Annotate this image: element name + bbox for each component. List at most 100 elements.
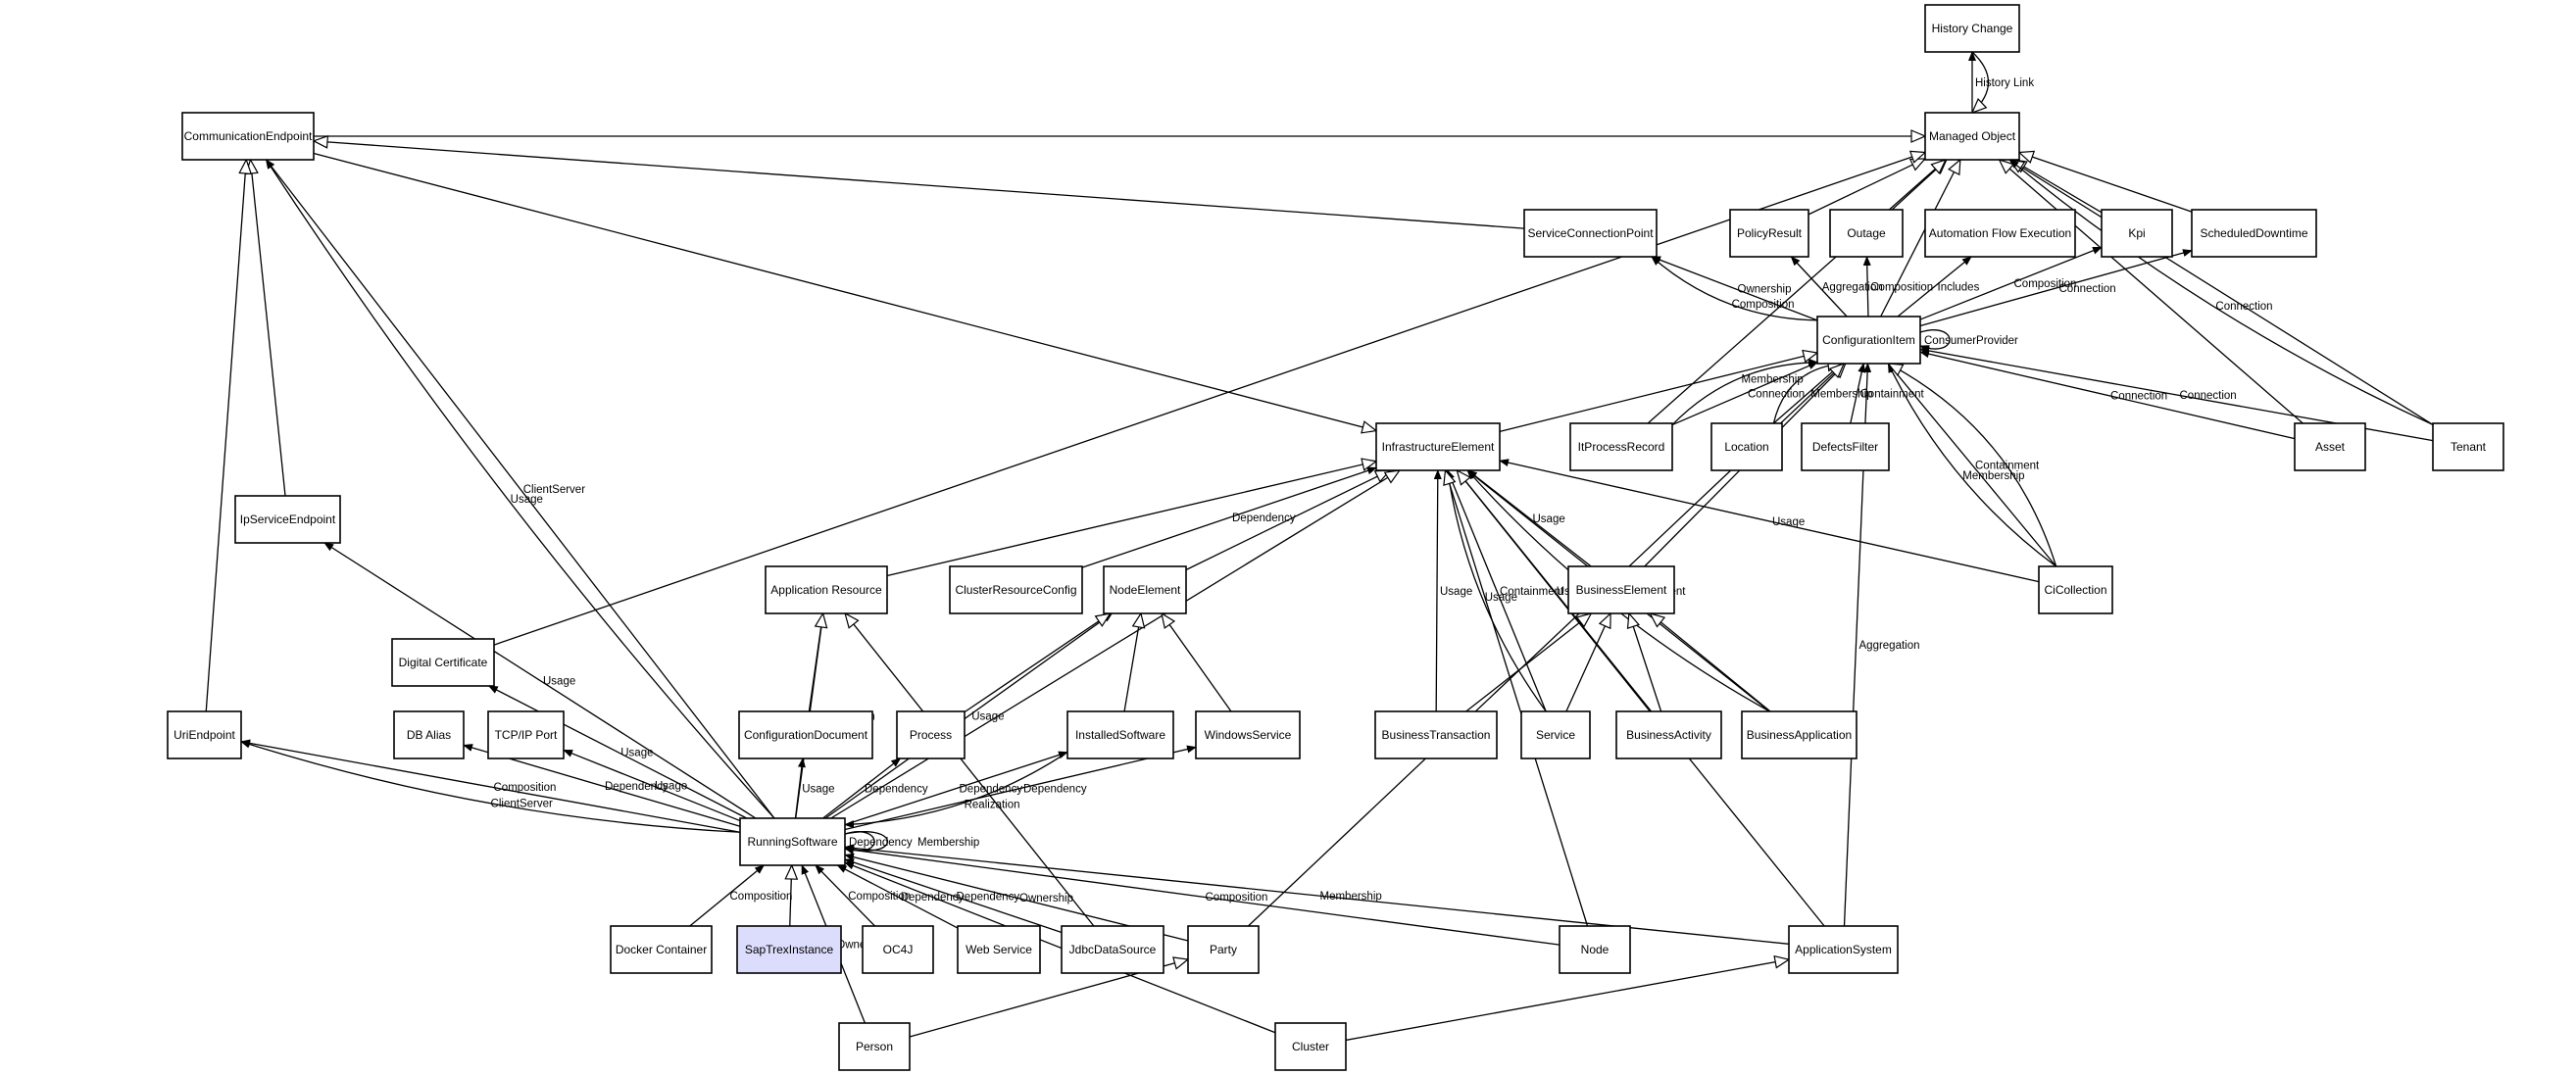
edge-line xyxy=(1185,470,1390,571)
class-node-webservice[interactable]: Web Service xyxy=(957,925,1041,974)
class-box[interactable] xyxy=(1559,925,1631,974)
class-node-installedsoftware[interactable]: InstalledSoftware xyxy=(1066,710,1174,759)
edge-line xyxy=(2019,153,2193,213)
class-node-clusterresourceconfig[interactable]: ClusterResourceConfig xyxy=(949,565,1083,614)
class-label: TCP/IP Port xyxy=(495,728,558,742)
class-node-tcpipport[interactable]: TCP/IP Port xyxy=(487,710,565,759)
class-box[interactable] xyxy=(1788,925,1899,974)
class-node-applicationresource[interactable]: Application Resource xyxy=(765,565,888,614)
class-node-oc4j[interactable]: OC4J xyxy=(862,925,934,974)
class-node-windowsservice[interactable]: WindowsService xyxy=(1195,710,1301,759)
class-box[interactable] xyxy=(1829,209,1904,258)
class-box[interactable] xyxy=(1520,710,1591,759)
class-box[interactable] xyxy=(2432,422,2504,471)
class-box[interactable] xyxy=(1924,209,2076,258)
class-node-serviceconnectionpoint[interactable]: ServiceConnectionPoint xyxy=(1523,209,1658,258)
class-box[interactable] xyxy=(1523,209,1658,258)
class-box[interactable] xyxy=(393,710,465,759)
class-node-configurationitem[interactable]: ConfigurationItem xyxy=(1816,316,1921,365)
class-box[interactable] xyxy=(736,925,842,974)
class-node-nodeelement[interactable]: NodeElement xyxy=(1103,565,1187,614)
class-node-node[interactable]: Node xyxy=(1559,925,1631,974)
class-node-location[interactable]: Location xyxy=(1710,422,1783,471)
class-node-applicationsystem[interactable]: ApplicationSystem xyxy=(1788,925,1899,974)
class-box[interactable] xyxy=(1924,112,2020,161)
class-node-person[interactable]: Person xyxy=(838,1022,911,1071)
class-box[interactable] xyxy=(765,565,888,614)
class-node-uriendpoint[interactable]: UriEndpoint xyxy=(167,710,242,759)
class-node-businesselement[interactable]: BusinessElement xyxy=(1567,565,1675,614)
class-box[interactable] xyxy=(1710,422,1783,471)
class-box[interactable] xyxy=(1375,422,1501,471)
class-box[interactable] xyxy=(1816,316,1921,365)
class-node-infrastructureelement[interactable]: InfrastructureElement xyxy=(1375,422,1501,471)
class-node-ipserviceendpoint[interactable]: IpServiceEndpoint xyxy=(234,495,341,544)
edge-line xyxy=(1888,364,2057,567)
class-node-kpi[interactable]: Kpi xyxy=(2101,209,2173,258)
edge-label: Composition xyxy=(730,891,793,903)
class-box[interactable] xyxy=(1061,925,1164,974)
class-box[interactable] xyxy=(1195,710,1301,759)
class-box[interactable] xyxy=(1615,710,1722,759)
class-node-party[interactable]: Party xyxy=(1187,925,1260,974)
class-box[interactable] xyxy=(167,710,242,759)
class-box[interactable] xyxy=(1924,4,2020,53)
class-node-cluster[interactable]: Cluster xyxy=(1274,1022,1347,1071)
class-node-runningsoftware[interactable]: RunningSoftware xyxy=(739,817,846,866)
class-box[interactable] xyxy=(1569,422,1673,471)
class-box[interactable] xyxy=(896,710,966,759)
class-node-saptrexinstance[interactable]: SapTrexInstance xyxy=(736,925,842,974)
class-box[interactable] xyxy=(234,495,341,544)
class-box[interactable] xyxy=(862,925,934,974)
class-node-dockercontainer[interactable]: Docker Container xyxy=(610,925,713,974)
class-label: NodeElement xyxy=(1110,583,1181,597)
edge-label: Membership xyxy=(1320,891,1382,903)
class-box[interactable] xyxy=(2191,209,2317,258)
class-node-outage[interactable]: Outage xyxy=(1829,209,1904,258)
class-box[interactable] xyxy=(1374,710,1498,759)
class-node-scheduleddowntime[interactable]: ScheduledDowntime xyxy=(2191,209,2317,258)
edge-label: Composition xyxy=(1732,299,1795,311)
class-box[interactable] xyxy=(957,925,1041,974)
class-node-policyresult[interactable]: PolicyResult xyxy=(1729,209,1809,258)
class-node-businessactivity[interactable]: BusinessActivity xyxy=(1615,710,1722,759)
class-box[interactable] xyxy=(1741,710,1858,759)
edge-label: Containment xyxy=(1500,586,1564,598)
class-box[interactable] xyxy=(181,112,315,161)
class-node-itprocessrecord[interactable]: ItProcessRecord xyxy=(1569,422,1673,471)
class-box[interactable] xyxy=(2294,422,2366,471)
class-node-jdbcdatasource[interactable]: JdbcDataSource xyxy=(1061,925,1164,974)
class-box[interactable] xyxy=(487,710,565,759)
class-node-tenant[interactable]: Tenant xyxy=(2432,422,2504,471)
class-node-historychange[interactable]: History Change xyxy=(1924,4,2020,53)
class-node-defectsfilter[interactable]: DefectsFilter xyxy=(1801,422,1890,471)
class-node-automationflowexecution[interactable]: Automation Flow Execution xyxy=(1924,209,2076,258)
class-node-businessapplication[interactable]: BusinessApplication xyxy=(1741,710,1858,759)
class-node-businesstransaction[interactable]: BusinessTransaction xyxy=(1374,710,1498,759)
class-node-asset[interactable]: Asset xyxy=(2294,422,2366,471)
class-box[interactable] xyxy=(838,1022,911,1071)
class-box[interactable] xyxy=(1567,565,1675,614)
class-node-cicollection[interactable]: CiCollection xyxy=(2038,565,2113,614)
class-box[interactable] xyxy=(2101,209,2173,258)
class-node-managedobject[interactable]: Managed Object xyxy=(1924,112,2020,161)
class-box[interactable] xyxy=(739,817,846,866)
class-box[interactable] xyxy=(391,638,495,687)
class-box[interactable] xyxy=(1729,209,1809,258)
class-box[interactable] xyxy=(1187,925,1260,974)
class-node-dbalias[interactable]: DB Alias xyxy=(393,710,465,759)
class-node-configurationdocument[interactable]: ConfigurationDocument xyxy=(738,710,873,759)
class-box[interactable] xyxy=(2038,565,2113,614)
class-box[interactable] xyxy=(610,925,713,974)
class-node-process[interactable]: Process xyxy=(896,710,966,759)
class-box[interactable] xyxy=(1274,1022,1347,1071)
class-box[interactable] xyxy=(738,710,873,759)
class-box[interactable] xyxy=(949,565,1083,614)
class-box[interactable] xyxy=(1066,710,1174,759)
class-box[interactable] xyxy=(1103,565,1187,614)
edge-line xyxy=(493,153,1925,646)
class-node-digitalcertificate[interactable]: Digital Certificate xyxy=(391,638,495,687)
class-box[interactable] xyxy=(1801,422,1890,471)
class-node-communicationendpoint[interactable]: CommunicationEndpoint xyxy=(181,112,315,161)
class-node-service[interactable]: Service xyxy=(1520,710,1591,759)
